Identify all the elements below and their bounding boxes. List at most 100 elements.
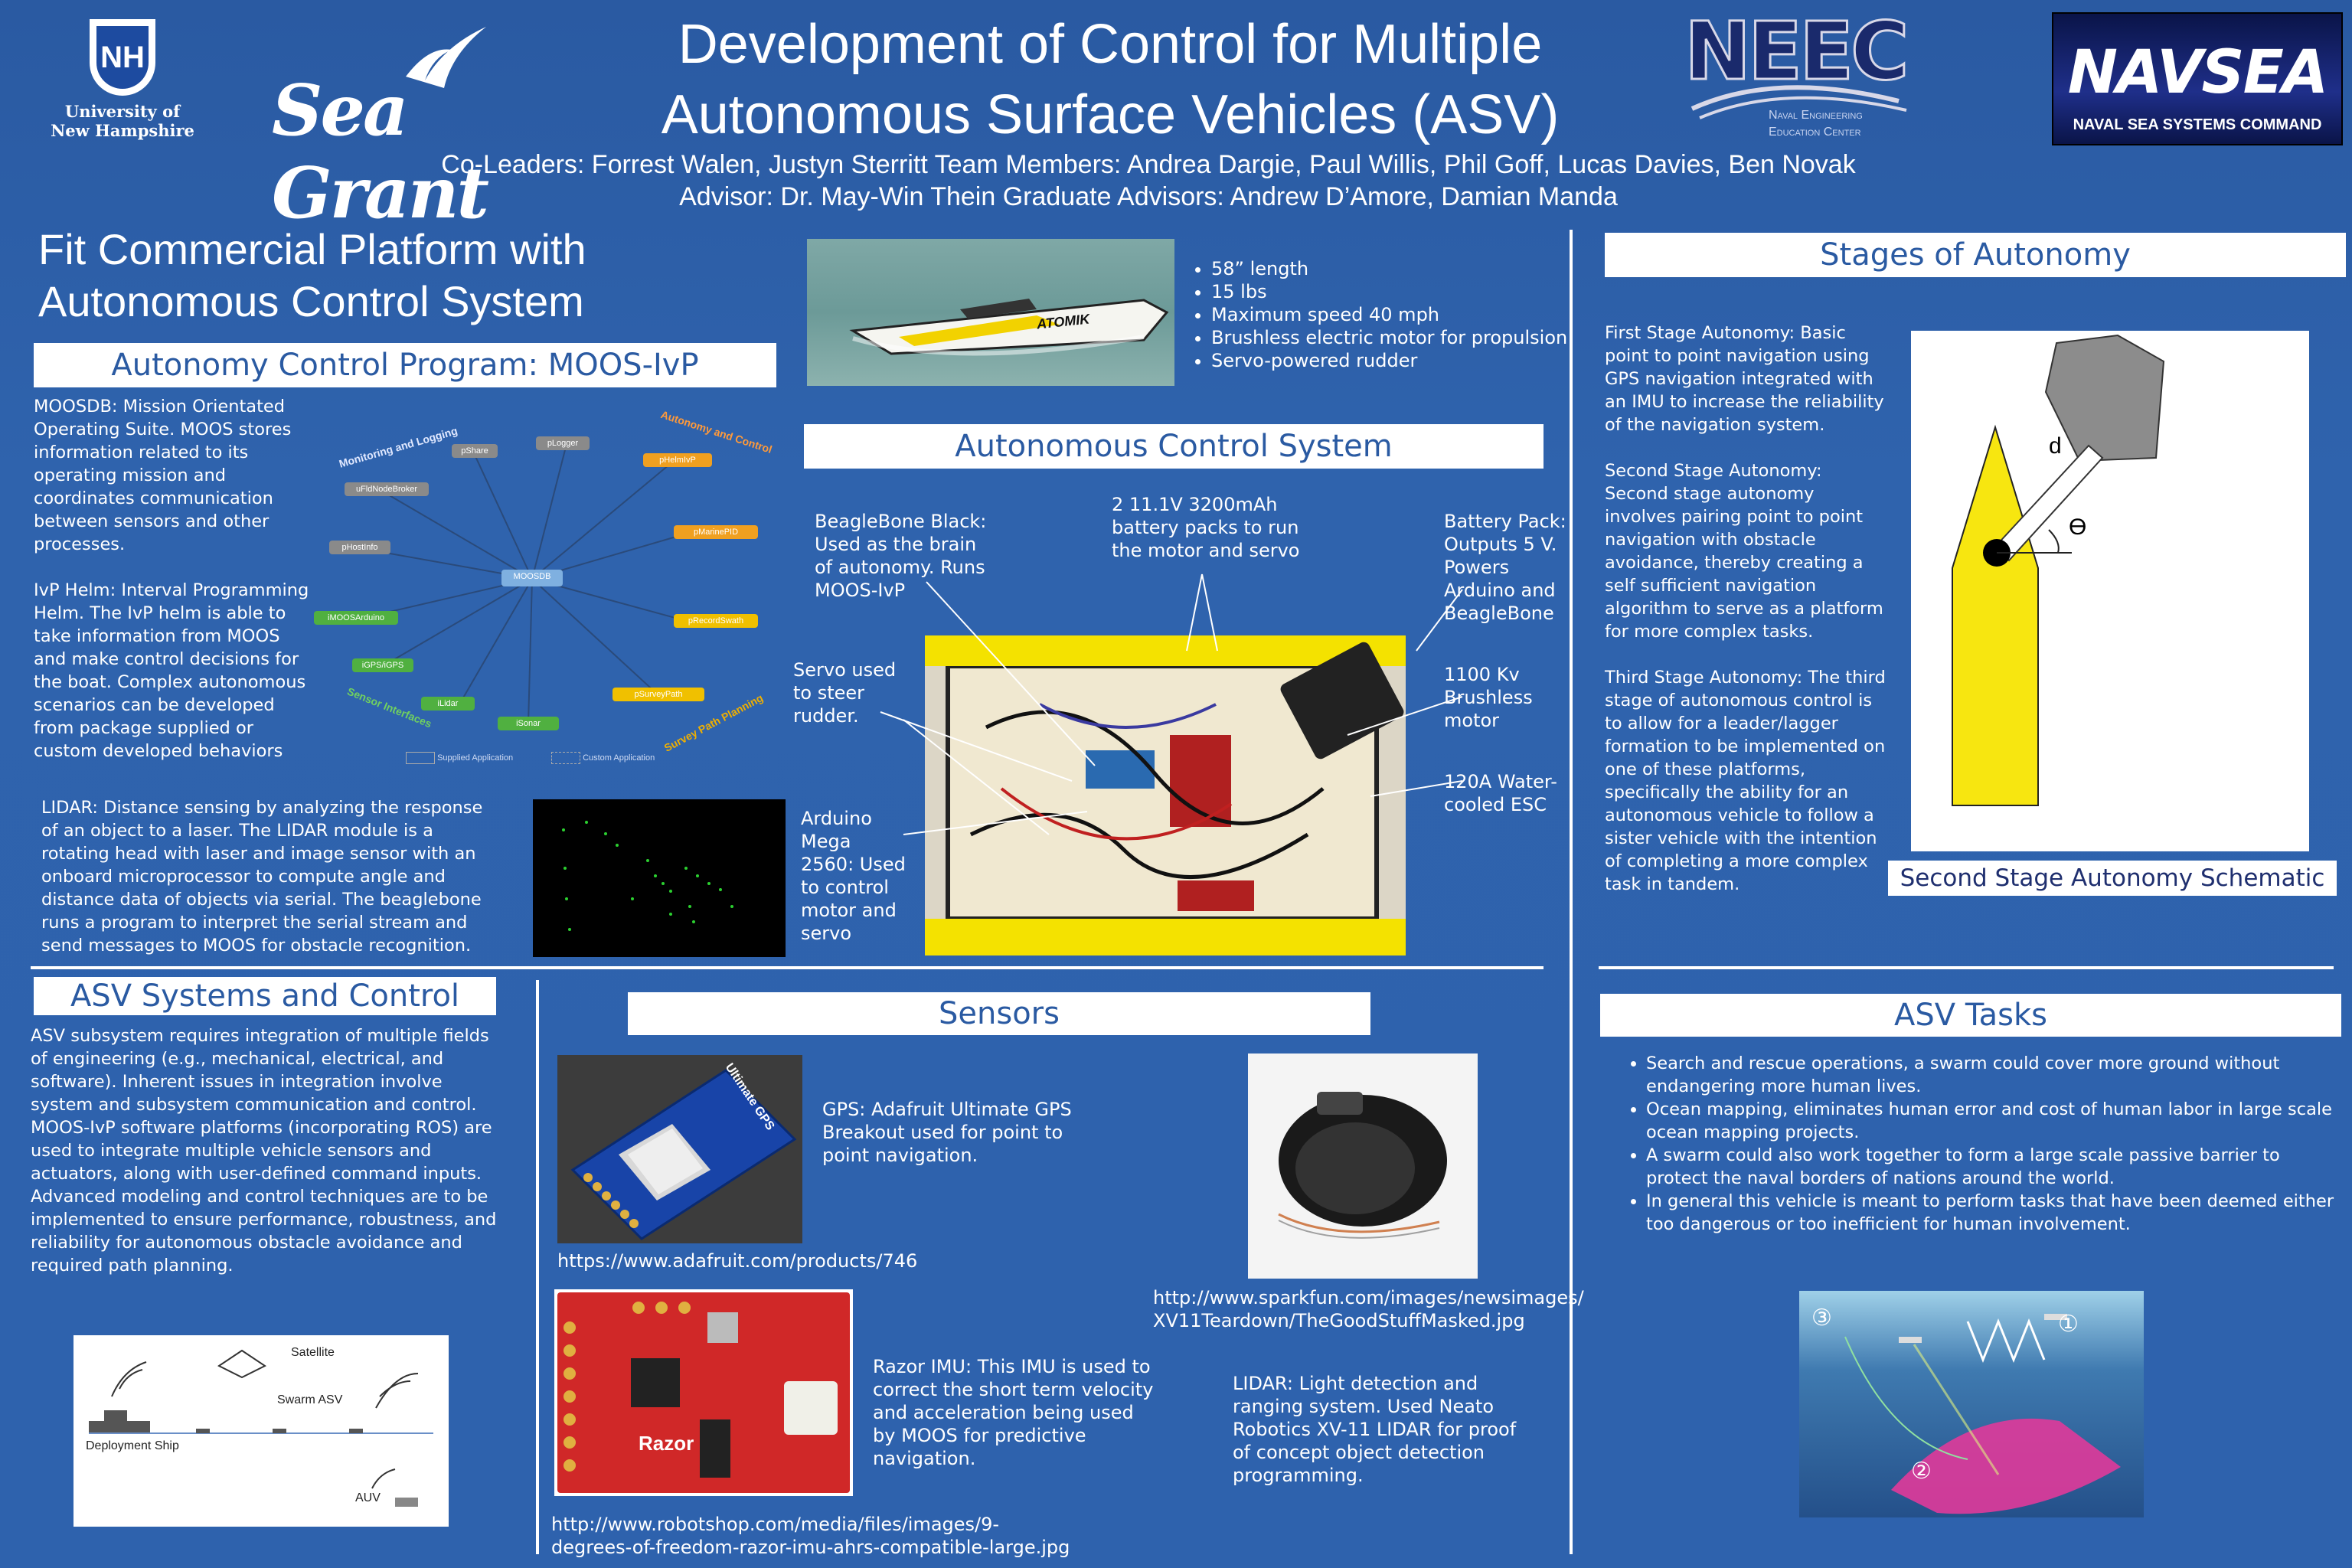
stages-section-bar: Stages of Autonomy [1605,233,2346,277]
asv-systems-bar: ASV Systems and Control [34,977,496,1015]
moos-node: iMOOSArduino [314,611,398,625]
moos-node: iSonar [498,717,559,730]
acs-esc-label: 120A Water-cooled ESC [1444,771,1557,815]
team-line2: Advisor: Dr. May-Win Thein Graduate Advi… [679,182,1618,211]
acs-section-bar: Autonomous Control System [804,424,1544,469]
spec-item: 58” length [1211,257,1570,280]
sensors-bar: Sensors [628,992,1370,1035]
schematic-label-theta: ϴ [2069,514,2087,540]
lidar-scan-image [533,799,786,957]
fit-heading-line2: Autonomous Control System [38,277,584,325]
team-line1: Co-Leaders: Forrest Walen, Justyn Sterri… [441,150,1856,179]
spec-item: Maximum speed 40 mph [1211,303,1570,326]
unh-name-line2: New Hampshire [51,121,194,140]
stage-three-paragraph: Third Stage Autonomy: The third stage of… [1605,668,1886,894]
acs-battery-packs-label: 2 11.1V 3200mAh battery packs to run the… [1112,494,1300,561]
neec-logo: NEEC Naval Engineering Education Center [1684,4,1914,142]
unh-name-line1: University of [64,102,181,121]
lidar-points-icon [562,821,733,931]
electronics-icon [925,635,1406,956]
boat-specs: 58” length 15 lbs Maximum speed 40 mph B… [1187,257,1570,372]
diagram-swarm-label: Swarm ASV [277,1393,343,1406]
moos-legend-custom: Custom Application [551,752,655,764]
moos-text: MOOSDB: Mission Orientated Operating Sui… [34,395,317,786]
moos-node: pHostInfo [329,541,390,554]
team-credits: Co-Leaders: Forrest Walen, Justyn Sterri… [398,149,1899,213]
neec-sub2: Education Center [1769,126,1861,139]
title-line1: Development of Control for Multiple [678,14,1543,75]
unh-shield-icon: NH [90,19,155,96]
ocean-mission-illustration: ③ ① ② [1799,1291,2144,1517]
gps-board-icon [570,1069,797,1240]
seagrant-text: Sea Grant [272,69,489,234]
imu-source-url: http://www.robotshop.com/media/files/ima… [551,1513,1087,1559]
moos-node: pSurveyPath [612,688,704,701]
acs-beaglebone-label: BeagleBone Black: Used as the brain of a… [815,511,987,601]
lidar-url-line1: http://www.sparkfun.com/images/newsimage… [1153,1287,1584,1308]
moosdb-node: MOOSDB [501,570,563,586]
spec-item: Servo-powered rudder [1211,349,1570,372]
lidar-source-url: http://www.sparkfun.com/images/newsimage… [1153,1286,1584,1332]
moos-node: pMarinePID [674,525,758,539]
imu-url-line1: http://www.robotshop.com/media/files/ima… [551,1514,1000,1535]
asv-deployment-diagram: Satellite Swarm ASV Deployment Ship AUV [74,1335,449,1527]
navsea-sub: NAVAL SEA SYSTEMS COMMAND [2073,116,2322,133]
deployment-icons [89,1349,433,1507]
moos-architecture-diagram: MOOSDB pShare pLogger uFldNodeBroker pHe… [314,408,789,770]
gps-description: GPS: Adafruit Ultimate GPS Breakout used… [822,1099,1072,1166]
unh-logo: NH University of New Hampshire [46,11,199,149]
fit-heading-line1: Fit Commercial Platform with [38,225,586,273]
diagram-satellite-label: Satellite [291,1346,335,1359]
acs-battery-pack-label: Battery Pack: Outputs 5 V. Powers Arduin… [1444,511,1566,624]
task-item: Ocean mapping, eliminates human error an… [1646,1098,2335,1144]
acs-servo-label: Servo used to steer rudder. [793,659,897,727]
imu-url-line2: degrees-of-freedom-razor-imu-ahrs-compat… [551,1537,1070,1558]
schematic-icon [1952,334,2165,806]
asv-systems-paragraph: ASV subsystem requires integration of mu… [31,1026,497,1276]
neec-text: NEEC [1684,4,1910,100]
neec-sub1: Naval Engineering [1769,109,1863,122]
moos-node: pRecordSwath [674,614,758,628]
imu-board-icon [557,1292,850,1493]
ocean-mission-icon [1844,1314,2121,1514]
moos-section-bar: Autonomy Control Program: MOOS-IvP [34,343,776,387]
imu-description: Razor IMU: This IMU is used to correct t… [873,1356,1154,1469]
lidar-paragraph: LIDAR: Distance sensing by analyzing the… [41,798,483,956]
vertical-divider-right [1570,230,1573,1554]
acs-arduino-label: Arduino Mega 2560: Used to control motor… [801,808,906,944]
moos-legend-supplied: Supplied Application [406,752,513,764]
moos-node: iGPS/iGPS [352,658,413,672]
horizontal-divider-right [1599,966,2334,969]
lidar-photo [1248,1054,1478,1279]
moos-node: pHelmIvP [643,453,712,467]
boat-icon [849,299,1169,356]
stage-two-paragraph: Second Stage Autonomy: Second stage auto… [1605,461,1883,642]
seagrant-logo: Sea Grant [268,15,498,234]
moosdb-paragraph: MOOSDB: Mission Orientated Operating Sui… [34,397,292,554]
stage-one-paragraph: First Stage Autonomy: Basic point to poi… [1605,323,1884,435]
poster-title: Development of Control for Multiple Auto… [490,9,1730,150]
imu-photo: Razor [554,1289,853,1496]
moos-node: pLogger [536,436,590,450]
seagull-icon [406,27,486,88]
mission-marker: ① [2058,1312,2079,1337]
navsea-logo: NAVSEA NAVAL SEA SYSTEMS COMMAND [2052,12,2343,145]
imu-board-label: Razor [639,1432,694,1455]
spec-item: Brushless electric motor for propulsion [1211,326,1570,349]
stage-two-schematic: d ϴ [1911,331,2309,851]
electronics-photo [925,635,1406,956]
tasks-list: Search and rescue operations, a swarm co… [1623,1052,2335,1236]
lidar-device-icon [1278,1092,1447,1239]
task-item: A swarm could also work together to form… [1646,1144,2335,1190]
moos-node: iLidar [421,697,475,710]
gps-source-url: https://www.adafruit.com/products/746 [557,1250,918,1272]
mission-marker: ② [1911,1459,1932,1484]
spec-item: 15 lbs [1211,280,1570,303]
mission-marker: ③ [1811,1305,1832,1331]
lidar-url-line2: XV11Teardown/TheGoodStuffMasked.jpg [1153,1310,1525,1331]
lidar-sensor-description: LIDAR: Light detection and ranging syste… [1233,1373,1517,1486]
acs-callout-lines [880,573,1463,835]
gps-photo: Ultimate GPS [557,1055,802,1243]
tasks-bar: ASV Tasks [1600,994,2341,1037]
acs-motor-label: 1100 Kv Brushless motor [1444,664,1533,731]
